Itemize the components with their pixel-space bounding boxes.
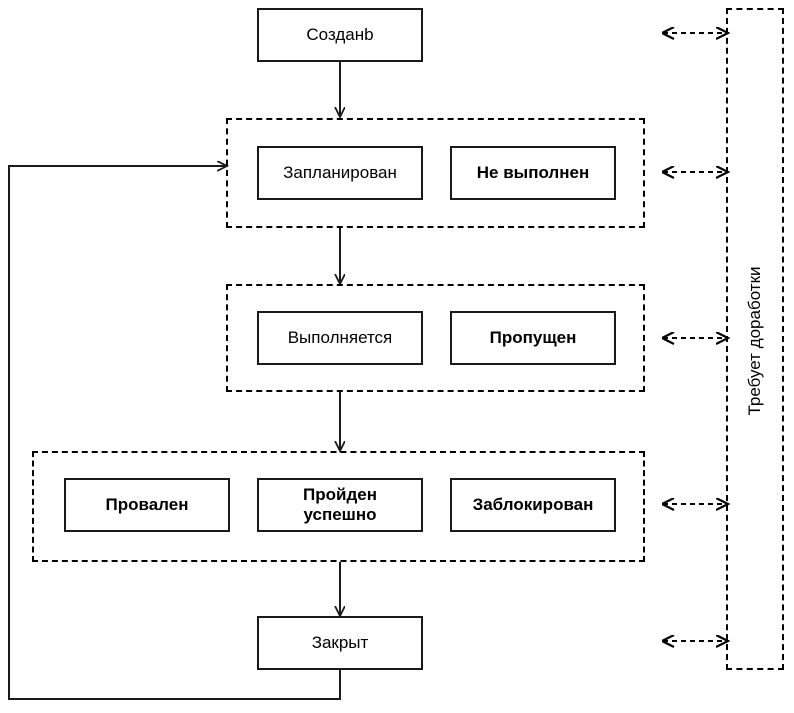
node-skipped[interactable]: Пропущен xyxy=(450,311,616,365)
node-rework[interactable] xyxy=(726,8,784,670)
group-in-progress xyxy=(226,284,645,392)
node-skipped-label: Пропущен xyxy=(489,327,577,347)
node-in-progress[interactable]: Выполняется xyxy=(257,311,423,365)
node-failed[interactable]: Провален xyxy=(64,478,230,532)
node-created-label: Созданb xyxy=(306,24,374,44)
group-results xyxy=(32,451,645,562)
node-rework-label: Требует доработки xyxy=(745,266,764,416)
group-planned xyxy=(226,118,645,228)
node-planned[interactable]: Запланирован xyxy=(257,146,423,200)
node-in-progress-label: Выполняется xyxy=(287,327,393,347)
node-failed-label: Провален xyxy=(105,494,189,514)
connector-closed-feedback-loop xyxy=(8,166,341,700)
node-blocked[interactable]: Заблокирован xyxy=(450,478,616,532)
node-passed[interactable]: Пройден успешно xyxy=(257,478,423,532)
node-passed-label: Пройден успешно xyxy=(303,484,377,524)
node-not-executed-label: Не выполнен xyxy=(476,162,590,182)
node-blocked-label: Заблокирован xyxy=(472,494,594,514)
node-closed-label: Закрыт xyxy=(311,632,369,652)
node-not-executed[interactable]: Не выполнен xyxy=(450,146,616,200)
node-created[interactable]: Созданb xyxy=(257,8,423,62)
node-planned-label: Запланирован xyxy=(283,162,397,182)
node-closed[interactable]: Закрыт xyxy=(257,616,423,670)
